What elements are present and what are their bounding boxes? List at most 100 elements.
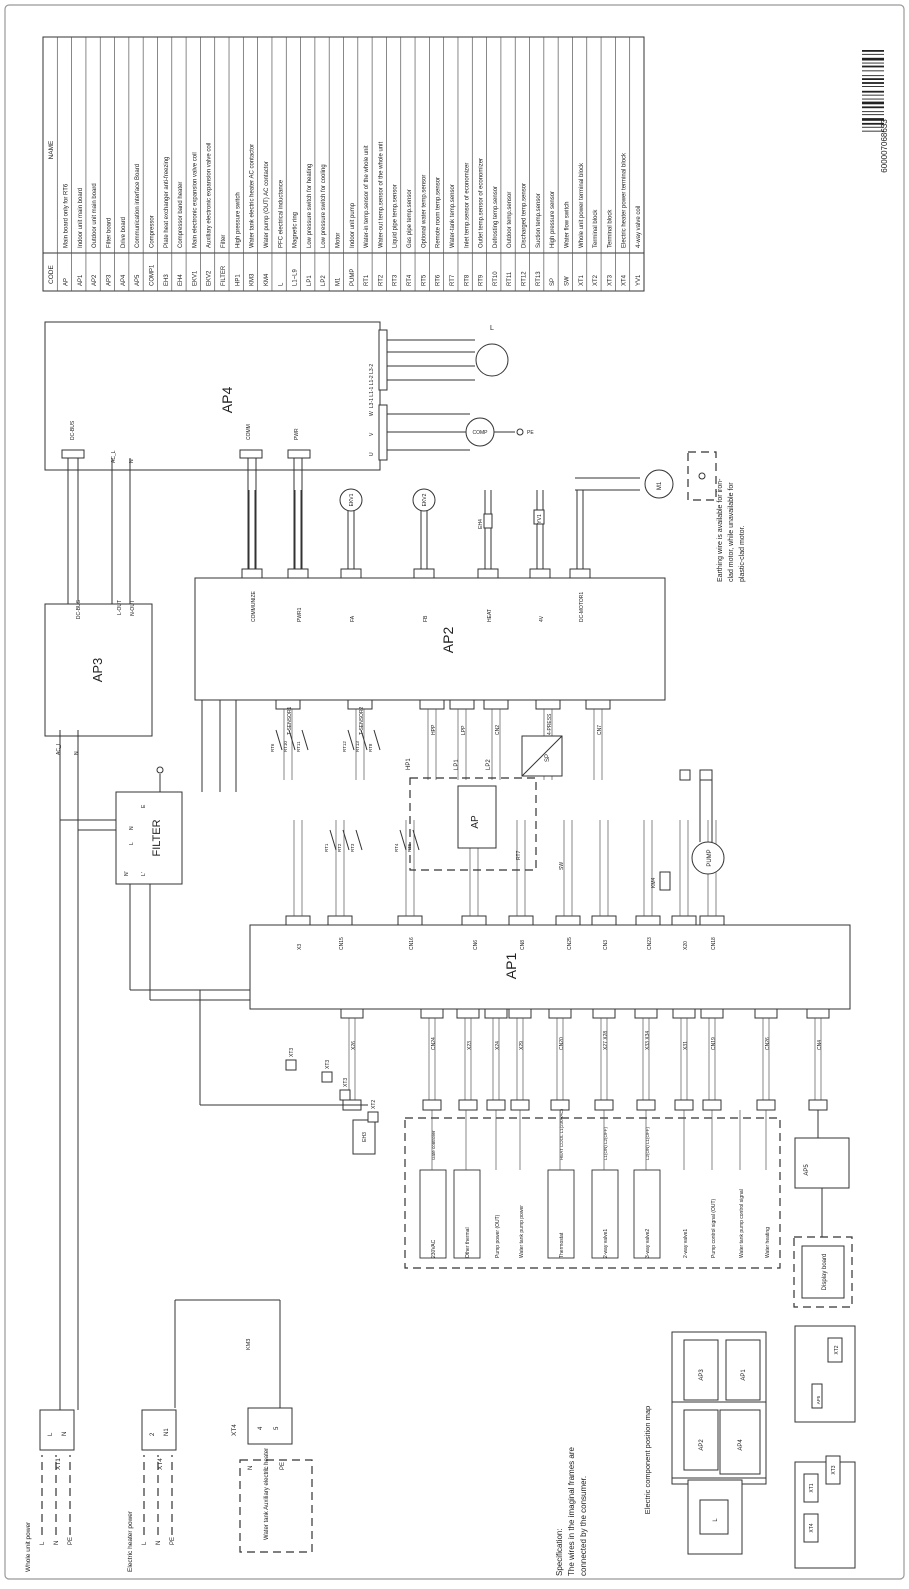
earthing-note-line: Earthing wire is available for iron- xyxy=(717,478,724,582)
ap2-lower-port-label: T-SENSOR2 xyxy=(359,706,365,735)
ap4-port-dcbus: DC-BUS xyxy=(70,420,76,440)
table-code-cell: RT6 xyxy=(436,274,442,286)
table-name-cell: Gas pipe temp.sensor xyxy=(407,189,413,248)
ap-sub-board xyxy=(457,785,497,849)
field-terminal-label: XT3 xyxy=(325,1060,331,1069)
pe-label: PE xyxy=(527,430,534,436)
power-line-label: L xyxy=(142,1541,148,1545)
position-map-label: AP1 xyxy=(741,1369,747,1381)
table-header-code: CODE xyxy=(48,265,55,284)
table-code-cell: RT5 xyxy=(421,274,427,286)
power-line-label: L xyxy=(264,1466,270,1470)
ap2-port-label: 4V xyxy=(539,615,545,622)
ap1-upper-port-label: CN3 xyxy=(603,940,609,950)
hp1-label: HP1 xyxy=(406,758,412,770)
power-section-title: Electric heater power xyxy=(127,1510,134,1572)
table-name-cell: Terminal block xyxy=(593,209,599,248)
sensor-label: RT6 xyxy=(270,743,275,752)
position-map-label: AP4 xyxy=(738,1439,744,1451)
table-code-cell: HP1 xyxy=(235,274,241,286)
table-code-cell: RT8 xyxy=(464,274,470,286)
table-code-cell: M1 xyxy=(335,277,341,286)
field-device-label: Other thermal xyxy=(465,1227,471,1258)
power-line-label: N xyxy=(156,1541,162,1545)
ap1-upper-port-label: CN18 xyxy=(711,937,717,950)
ap5-board xyxy=(794,1137,850,1189)
field-terminal-label: XT3 xyxy=(289,1048,295,1057)
table-code-cell: XT1 xyxy=(579,274,585,286)
table-code-cell: RT9 xyxy=(479,274,485,286)
table-name-cell: Magnetic ring xyxy=(293,212,299,248)
field-device-label: Pump power (OUT) xyxy=(495,1214,501,1258)
ap1-lower-port-label: X33 X34 xyxy=(645,1031,651,1050)
table-name-cell: High pressure switch xyxy=(235,192,241,248)
ap1-lower-port-label: X23 xyxy=(467,1041,473,1050)
ap2-port-label: DC-MOTOR1 xyxy=(579,592,585,622)
table-code-cell: AP2 xyxy=(92,274,98,286)
power-terminal-label: XT4 xyxy=(157,1458,164,1470)
field-terminal-label: XT3 xyxy=(343,1078,349,1087)
ap1-lower-port-label: CN24 xyxy=(431,1037,437,1050)
table-name-cell: Remote room temp.sensor xyxy=(436,177,442,248)
table-name-cell: Compressor xyxy=(149,215,155,248)
ap1-board xyxy=(249,924,851,1010)
field-device-label: 2-way valve1 xyxy=(683,1229,689,1258)
position-map-label: AP3 xyxy=(699,1369,705,1381)
pump-label: PUMP xyxy=(707,849,713,866)
filter-port-l: L xyxy=(129,842,135,845)
power-pin-label: N1 xyxy=(164,1428,170,1436)
lp2-label: LP2 xyxy=(486,759,492,770)
power-terminal-label: XT1 xyxy=(55,1458,62,1470)
table-code-cell: RT10 xyxy=(493,271,499,286)
table-code-cell: L1~L9 xyxy=(293,268,299,286)
ap2-port-label: FA xyxy=(350,615,356,622)
ap2-lower-port-label: 4-PRESS xyxy=(547,713,553,735)
ap4-port-v: V xyxy=(369,432,375,436)
table-name-cell: Liquid pipe temp.sensor xyxy=(393,184,399,248)
sensor-label: RT1 xyxy=(324,843,329,852)
table-name-cell: Water pump (OUT) AC contactor xyxy=(264,161,270,248)
table-name-cell: Whole unit power terminal block xyxy=(579,162,585,248)
sw-label: SW xyxy=(559,862,565,870)
ap2-port-label: HEAT xyxy=(487,609,493,622)
power-line-label: L xyxy=(40,1541,46,1545)
power-pin-label: 2 xyxy=(150,1432,156,1436)
table-header-name: NAME xyxy=(48,140,55,159)
table-code-cell: XT2 xyxy=(593,274,599,286)
ap1-lower-port-label: CN4 xyxy=(817,1040,823,1050)
ap2-lower-port-label: HPP xyxy=(431,724,437,735)
table-code-cell: RT2 xyxy=(378,274,384,286)
table-code-cell: RT12 xyxy=(522,271,528,286)
ap2-lower-port-label: CN7 xyxy=(597,725,603,735)
table-code-cell: KM3 xyxy=(250,273,256,286)
table-name-cell: Main board only for RT6 xyxy=(64,183,70,248)
power-terminal-label: XT4 xyxy=(231,1424,238,1436)
ap3-port-dcbus: DC-BUS xyxy=(76,599,82,619)
field-device-label: Pump control signal (OUT) xyxy=(711,1198,717,1258)
ap1-upper-port-label: X20 xyxy=(683,941,689,950)
lp1-label: LP1 xyxy=(454,759,460,770)
specification-line: The wires in the imaginal frames are xyxy=(567,1447,576,1576)
pump-icon xyxy=(691,841,725,875)
field-device-label: Thermostat xyxy=(559,1232,565,1258)
field-device-label: 2-way valve1 xyxy=(603,1229,609,1258)
ap1-lower-port-label: X29 xyxy=(519,1041,525,1050)
eh3-heater xyxy=(352,1119,376,1155)
sensor-label: RT3 xyxy=(350,843,355,852)
table-code-cell: RT4 xyxy=(407,274,413,286)
field-device-note: Gate controller xyxy=(431,1130,436,1160)
pe-icon xyxy=(516,428,524,436)
table-code-cell: AP4 xyxy=(121,274,127,286)
sensor-label: RT10 xyxy=(283,741,288,752)
filter-board xyxy=(115,791,183,885)
power-line-label: N xyxy=(54,1541,60,1545)
table-name-cell: Communication interface Board xyxy=(135,164,141,248)
table-name-cell: Defrosting temp.sensor xyxy=(493,186,499,248)
table-name-cell: Water tank electric heater AC contactor xyxy=(250,144,256,248)
field-device-label: Water tank pump power xyxy=(519,1205,525,1258)
power-pin-label: N xyxy=(62,1432,68,1436)
ap2-port-label: FB xyxy=(423,615,429,622)
ekv1-icon xyxy=(339,488,363,512)
filter-port-l2: L' xyxy=(141,872,147,876)
